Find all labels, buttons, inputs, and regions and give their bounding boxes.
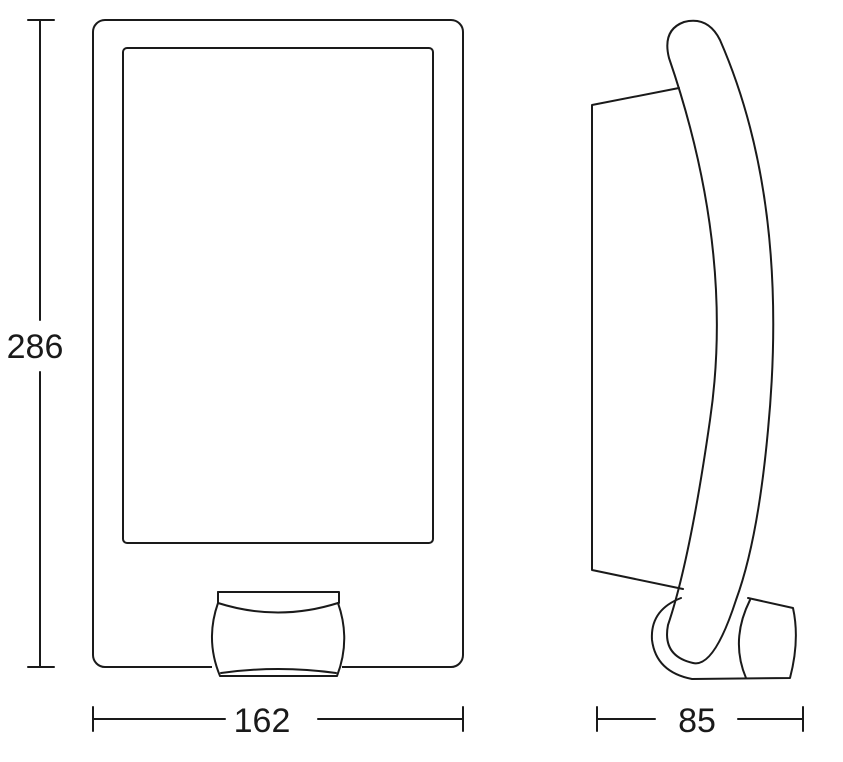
housing-body-side xyxy=(591,87,684,590)
width-dimension: 162 xyxy=(92,702,464,740)
height-label: 286 xyxy=(7,328,64,366)
lens-panel xyxy=(122,47,434,544)
width-label: 162 xyxy=(234,702,291,740)
front-view xyxy=(92,19,464,680)
height-dimension: 286 xyxy=(7,19,64,668)
motion-sensor-front xyxy=(210,590,346,680)
depth-label: 85 xyxy=(678,702,716,740)
bracket-arm xyxy=(666,19,775,665)
side-view xyxy=(591,19,797,680)
depth-dimension: 85 xyxy=(596,702,804,740)
mount-base xyxy=(650,597,797,680)
housing-outline xyxy=(92,19,464,668)
sensor-seam xyxy=(737,599,751,679)
